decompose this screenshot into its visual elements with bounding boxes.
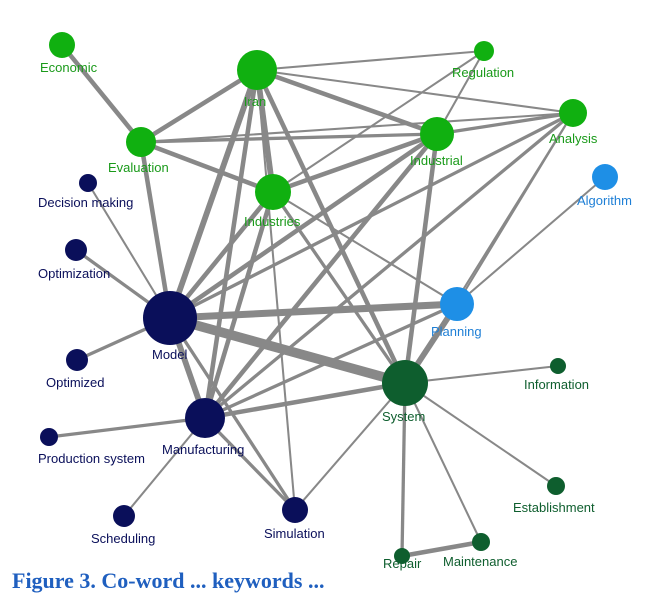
- node-label-industries: Industries: [244, 214, 301, 229]
- node-information: [550, 358, 566, 374]
- edge-analysis-manufacturing: [203, 111, 575, 420]
- edge-industries-manufacturing: [202, 191, 276, 419]
- edge-manufacturing-production-system: [48, 416, 206, 439]
- edge-industrial-manufacturing: [203, 132, 439, 420]
- edge-evaluation-analysis: [140, 111, 574, 144]
- edge-industrial-analysis: [436, 111, 574, 136]
- edge-industrial-system: [402, 133, 440, 384]
- node-evaluation: [126, 127, 156, 157]
- node-manufacturing: [185, 398, 225, 438]
- node-label-establishment: Establishment: [513, 500, 595, 515]
- edge-system-repair: [400, 382, 407, 557]
- node-label-scheduling: Scheduling: [91, 531, 155, 546]
- nodes-layer: [40, 32, 618, 564]
- node-label-evaluation: Evaluation: [108, 160, 169, 175]
- edge-evaluation-industries: [140, 139, 274, 195]
- edge-economic-evaluation: [60, 43, 143, 144]
- edge-evaluation-model: [138, 141, 173, 319]
- node-regulation: [474, 41, 494, 61]
- node-optimization: [65, 239, 87, 261]
- edge-iran-simulation: [255, 69, 297, 511]
- node-label-manufacturing: Manufacturing: [162, 442, 244, 457]
- node-algorithm: [592, 164, 618, 190]
- edge-evaluation-iran: [139, 68, 259, 144]
- edge-regulation-industries: [272, 50, 485, 193]
- node-optimized: [66, 349, 88, 371]
- edge-model-system: [168, 313, 407, 388]
- edge-iran-industrial: [256, 67, 438, 137]
- node-decision-making: [79, 174, 97, 192]
- node-label-simulation: Simulation: [264, 526, 325, 541]
- node-label-information: Information: [524, 377, 589, 392]
- edge-system-simulation: [294, 382, 406, 511]
- node-simulation: [282, 497, 308, 523]
- edge-maintenance-repair: [401, 539, 482, 559]
- node-label-maintenance: Maintenance: [443, 554, 517, 569]
- node-maintenance: [472, 533, 490, 551]
- node-label-analysis: Analysis: [549, 131, 598, 146]
- edge-algorithm-planning: [456, 176, 606, 305]
- node-system: [382, 360, 428, 406]
- edge-manufacturing-scheduling: [123, 417, 206, 517]
- node-label-decision-making: Decision making: [38, 195, 133, 210]
- node-model: [143, 291, 197, 345]
- node-label-iran: Iran: [244, 94, 266, 109]
- edge-model-planning: [169, 300, 458, 322]
- edge-iran-regulation: [256, 49, 485, 72]
- node-label-optimization: Optimization: [38, 266, 110, 281]
- node-production-system: [40, 428, 58, 446]
- edge-system-information: [404, 364, 559, 385]
- edge-industrial-model: [168, 132, 439, 320]
- node-label-optimized: Optimized: [46, 375, 105, 390]
- node-economic: [49, 32, 75, 58]
- figure-caption: Figure 3. Co-word ... keywords ...: [12, 568, 325, 593]
- node-label-system: System: [382, 409, 425, 424]
- node-label-production-system: Production system: [38, 451, 145, 466]
- edge-system-establishment: [404, 382, 557, 487]
- node-analysis: [559, 99, 587, 127]
- edge-industrial-industries: [272, 131, 438, 195]
- node-scheduling: [113, 505, 135, 527]
- edge-industries-system: [271, 191, 407, 384]
- node-planning: [440, 287, 474, 321]
- node-label-repair: Repair: [383, 556, 422, 571]
- node-label-planning: Planning: [431, 324, 482, 339]
- node-industries: [255, 174, 291, 210]
- edge-manufacturing-simulation: [203, 416, 297, 512]
- edge-system-manufacturing: [204, 380, 406, 421]
- edge-industries-planning: [272, 191, 458, 305]
- node-label-industrial: Industrial: [410, 153, 463, 168]
- edge-iran-model: [167, 69, 260, 319]
- node-label-economic: Economic: [40, 60, 98, 75]
- edge-planning-manufacturing: [204, 302, 458, 420]
- edge-iran-analysis: [256, 68, 574, 115]
- node-label-model: Model: [152, 347, 188, 362]
- node-label-algorithm: Algorithm: [577, 193, 632, 208]
- node-repair: [394, 548, 410, 564]
- node-label-regulation: Regulation: [452, 65, 514, 80]
- node-industrial: [420, 117, 454, 151]
- node-establishment: [547, 477, 565, 495]
- edge-system-maintenance: [404, 382, 482, 543]
- edge-analysis-model: [169, 111, 574, 320]
- edge-industries-model: [168, 190, 275, 320]
- node-iran: [237, 50, 277, 90]
